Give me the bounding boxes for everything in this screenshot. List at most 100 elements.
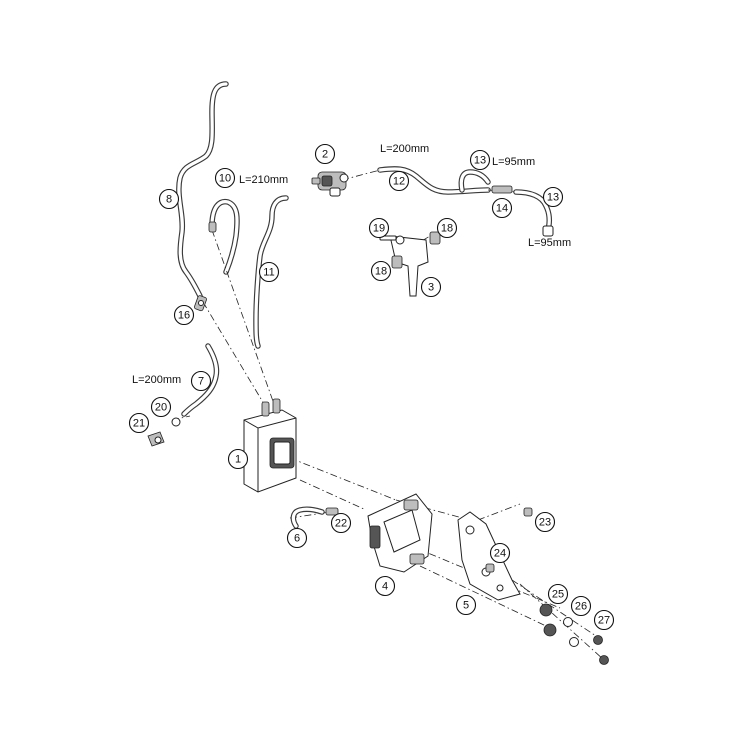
hose-13-lower <box>513 189 553 233</box>
callout-circle <box>370 260 392 282</box>
callout-number: 26 <box>575 601 587 613</box>
callout-circle <box>547 583 569 605</box>
callout-c3: 3 <box>420 276 442 298</box>
callout-number: 3 <box>428 282 434 294</box>
callout-c2: 2 <box>314 143 336 165</box>
connector-10-top <box>208 221 217 233</box>
callout-number: 14 <box>496 203 508 215</box>
callout-c8: 8 <box>158 188 180 210</box>
callout-c6: 6 <box>286 527 308 549</box>
callout-circle <box>173 304 195 326</box>
callout-circle <box>368 217 390 239</box>
length-label-l10: L=210mm <box>239 174 288 186</box>
callout-number: 7 <box>198 376 204 388</box>
canister-holder-4 <box>367 493 433 573</box>
hose-7 <box>181 343 220 417</box>
callout-circle <box>469 149 491 171</box>
nuts-washers-25-27 <box>539 603 609 665</box>
callout-circle <box>374 575 396 597</box>
callout-circle <box>534 511 556 533</box>
callout-circle <box>420 276 442 298</box>
callout-number: 10 <box>219 173 231 185</box>
bracket-3 <box>379 231 441 297</box>
callout-number: 20 <box>155 402 167 414</box>
callout-circle <box>436 217 458 239</box>
callout-number: 8 <box>166 194 172 206</box>
callout-circle <box>158 188 180 210</box>
callout-c16: 16 <box>173 304 195 326</box>
callout-number: 13 <box>474 155 486 167</box>
callout-c27: 27 <box>593 609 615 631</box>
callout-circle <box>330 512 352 534</box>
fastener-20-21 <box>147 417 181 447</box>
callout-number: 2 <box>322 149 328 161</box>
callout-c23: 23 <box>534 511 556 533</box>
callout-circle <box>190 370 212 392</box>
callout-circle <box>570 595 592 617</box>
callout-number: 19 <box>373 223 385 235</box>
callout-number: 25 <box>552 589 564 601</box>
length-label-l7: L=200mm <box>132 374 181 386</box>
callout-circle <box>227 448 249 470</box>
mounting-bracket-5 <box>457 511 521 601</box>
callout-circle <box>489 542 511 564</box>
callout-c25: 25 <box>547 583 569 605</box>
callout-c5: 5 <box>455 594 477 616</box>
callout-c24: 24 <box>489 542 511 564</box>
callout-number: 13 <box>547 192 559 204</box>
callout-c19: 19 <box>368 217 390 239</box>
callout-number: 21 <box>133 418 145 430</box>
callout-c22: 22 <box>330 512 352 534</box>
callout-circle <box>128 412 150 434</box>
length-label-l12: L=200mm <box>380 143 429 155</box>
callout-circle <box>388 170 410 192</box>
charcoal-canister-1 <box>243 398 297 493</box>
hose-13-upper <box>458 169 491 193</box>
callout-number: 22 <box>335 518 347 530</box>
callout-c18a: 18 <box>436 217 458 239</box>
purge-valve-2 <box>311 171 349 197</box>
connector-16 <box>194 295 207 312</box>
callout-c12: 12 <box>388 170 410 192</box>
bolt-24 <box>485 563 495 573</box>
callout-number: 18 <box>375 266 387 278</box>
callout-c10: 10 <box>214 167 236 189</box>
callout-circle <box>455 594 477 616</box>
callout-number: 27 <box>598 615 610 627</box>
callout-circle <box>491 197 513 219</box>
callout-c21: 21 <box>128 412 150 434</box>
callout-number: 1 <box>235 454 241 466</box>
length-label-l13a: L=95mm <box>492 156 535 168</box>
callout-c13b: 13 <box>542 186 564 208</box>
callout-number: 24 <box>494 548 506 560</box>
callout-circle <box>286 527 308 549</box>
callout-number: 5 <box>463 600 469 612</box>
hose-8 <box>176 81 229 299</box>
callout-c11: 11 <box>258 261 280 283</box>
connector-14 <box>491 185 513 194</box>
callout-c1: 1 <box>227 448 249 470</box>
callout-c14: 14 <box>491 197 513 219</box>
hose-end-13b <box>542 225 554 237</box>
callout-c26: 26 <box>570 595 592 617</box>
callout-c7: 7 <box>190 370 212 392</box>
fitting-22 <box>325 507 339 516</box>
callout-c13a: 13 <box>469 149 491 171</box>
callout-number: 18 <box>441 223 453 235</box>
callout-circle <box>314 143 336 165</box>
elbow-hose-6 <box>290 506 325 529</box>
bolt-23 <box>523 507 533 517</box>
callout-circle <box>593 609 615 631</box>
callout-number: 12 <box>393 176 405 188</box>
callout-c20: 20 <box>150 396 172 418</box>
callout-circle <box>542 186 564 208</box>
callout-c18b: 18 <box>370 260 392 282</box>
callout-number: 11 <box>263 267 274 279</box>
callout-number: 6 <box>294 533 300 545</box>
hose-10 <box>209 198 240 275</box>
hose-12 <box>377 166 491 195</box>
callout-c4: 4 <box>374 575 396 597</box>
